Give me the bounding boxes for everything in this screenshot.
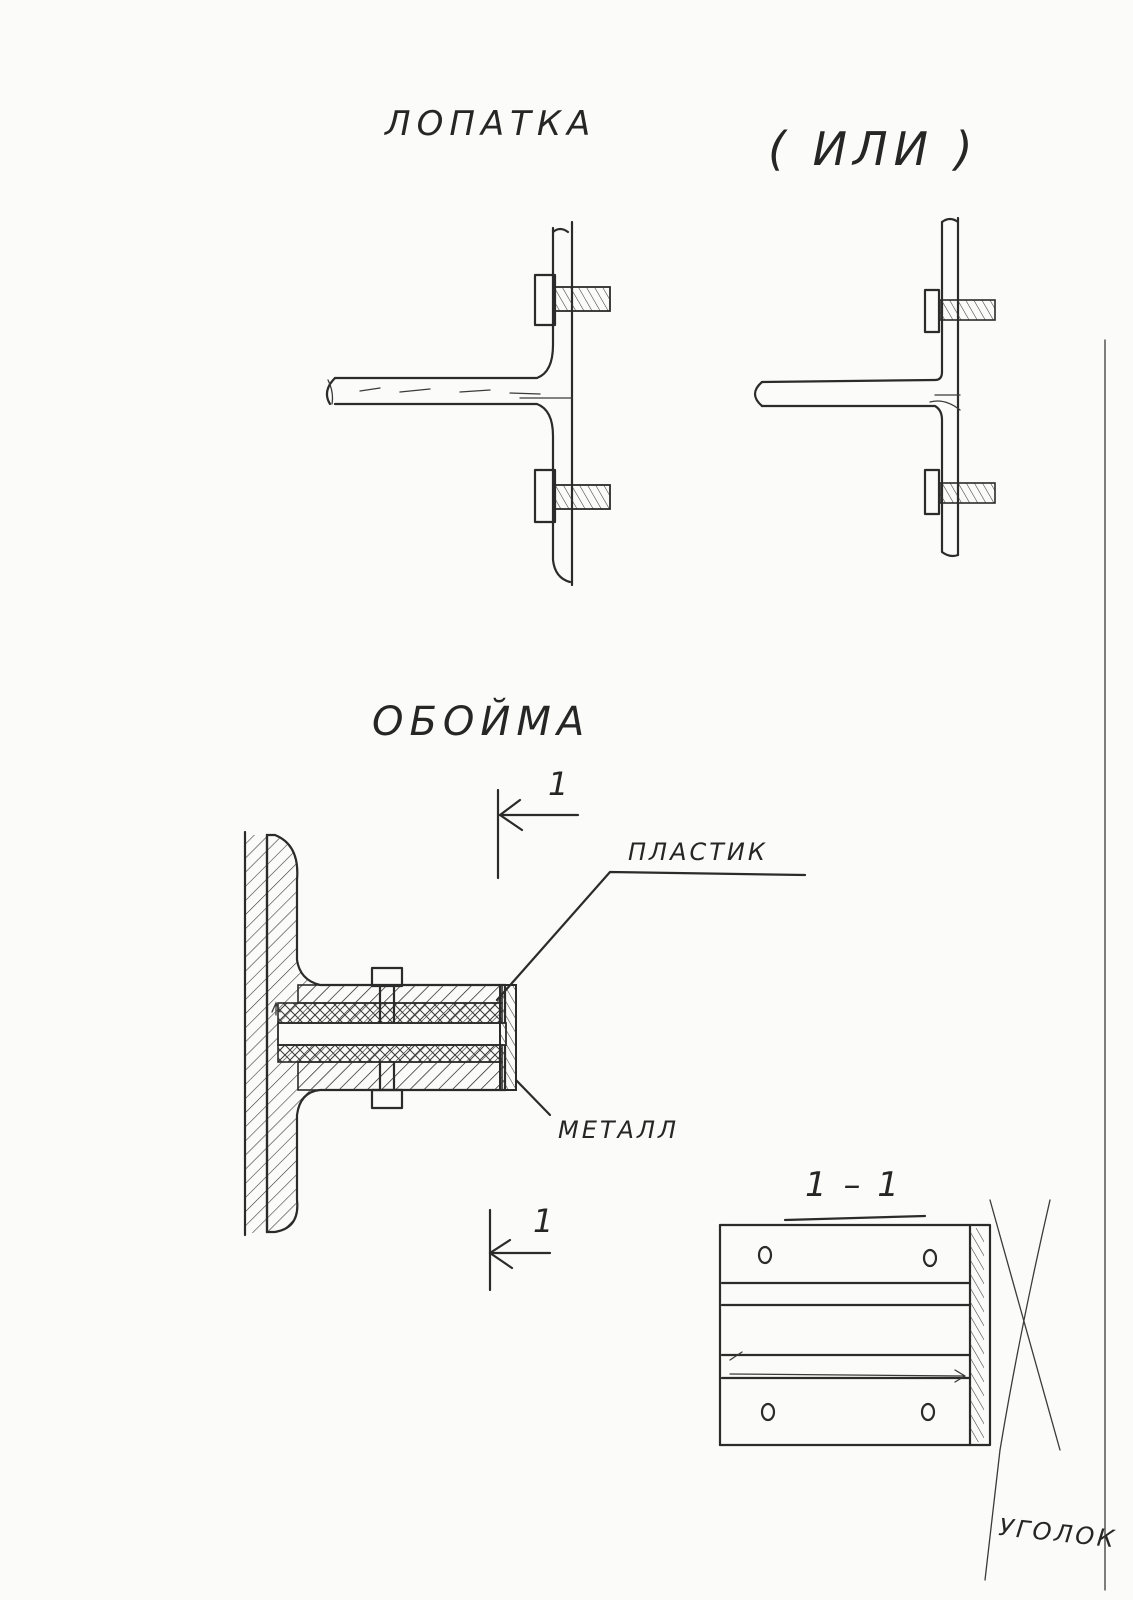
holder-section (243, 830, 517, 1237)
metall-callout: МЕТАЛЛ (514, 1078, 679, 1144)
section-mark-bottom: 1 (533, 1202, 556, 1240)
section-arrow-top: 1 (496, 765, 580, 880)
label-ugolok: УГОЛОК (997, 1513, 1118, 1553)
section-1-1: 1 – 1 (718, 1165, 1061, 1581)
label-metall: МЕТАЛЛ (558, 1116, 679, 1144)
section-title: 1 – 1 (805, 1165, 902, 1205)
label-ili: ( ИЛИ ) (768, 122, 979, 176)
label-plastik: ПЛАСТИК (628, 838, 768, 866)
label-oboima: ОБОЙМА (372, 697, 590, 745)
section-mark-top: 1 (548, 765, 571, 803)
section-arrow-bottom: 1 (488, 1202, 556, 1292)
label-lopatka: ЛОПАТКА (383, 104, 596, 144)
paddle-variant-2 (753, 216, 996, 558)
plastik-callout: ПЛАСТИК (495, 838, 807, 1002)
paddle-variant-1 (325, 220, 611, 587)
